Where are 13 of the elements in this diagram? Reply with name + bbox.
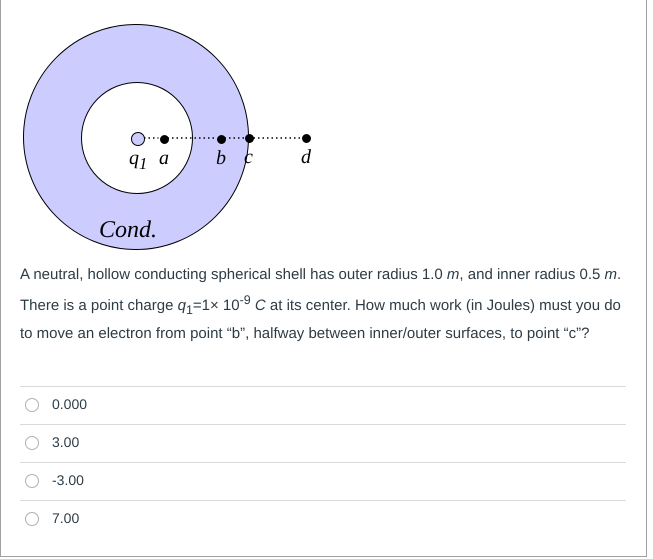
region-label: Cond. bbox=[99, 218, 158, 242]
answer-option: -3.00 bbox=[52, 471, 84, 489]
point-label: a bbox=[159, 148, 169, 168]
point-dot bbox=[216, 134, 226, 144]
dotted-line bbox=[254, 137, 302, 139]
point-label: q$_{1}$ bbox=[129, 148, 148, 174]
answer-option: 0.000 bbox=[52, 395, 88, 413]
point-dot bbox=[302, 134, 310, 142]
point-label: d bbox=[301, 147, 311, 167]
answer-option: 7.00 bbox=[52, 509, 80, 527]
question-text: A neutral, hollow conducting spherical shell has outer radius 1.0 m, and inner radius 0.5 m. There is a point charge q$_{1}$=1× 10$^{-9}$ C at its center. How much work (in Joules) must you do to move an electron from point “b”, halfway between inner/outer surfaces, to point “c”? bbox=[20, 265, 622, 344]
point-label: b bbox=[216, 148, 226, 168]
answer-option: 3.00 bbox=[52, 433, 80, 451]
